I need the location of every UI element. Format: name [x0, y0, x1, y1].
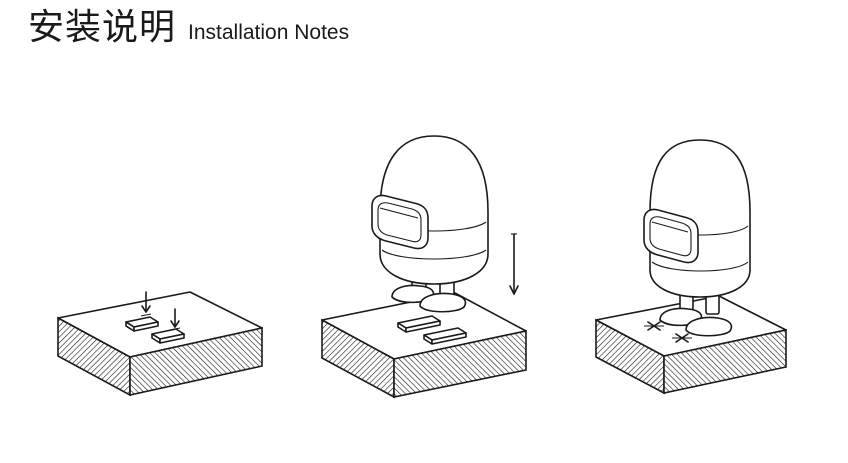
step-2-lowering-figure-icon — [321, 135, 527, 399]
astronaut-figure-icon — [371, 135, 489, 313]
page-header: 安装说明 Installation Notes — [28, 6, 349, 49]
down-arrow-icon — [140, 291, 152, 317]
step-3-mounted-figure-icon — [595, 139, 787, 395]
down-arrow-icon — [169, 308, 181, 331]
astronaut-figure-icon — [643, 139, 751, 337]
peg-slot-icon — [151, 328, 185, 344]
peg-slot-icon — [397, 315, 441, 333]
peg-slot-icon — [423, 327, 467, 345]
peg-slot-icon — [125, 316, 159, 332]
down-arrow-icon — [509, 233, 519, 295]
page-title-english: Installation Notes — [188, 21, 350, 44]
secured-mark-icon — [672, 333, 692, 343]
page-title-chinese: 安装说明 — [28, 7, 177, 48]
secured-mark-icon — [644, 321, 664, 331]
step-1-base-with-pegs-icon — [57, 291, 263, 397]
